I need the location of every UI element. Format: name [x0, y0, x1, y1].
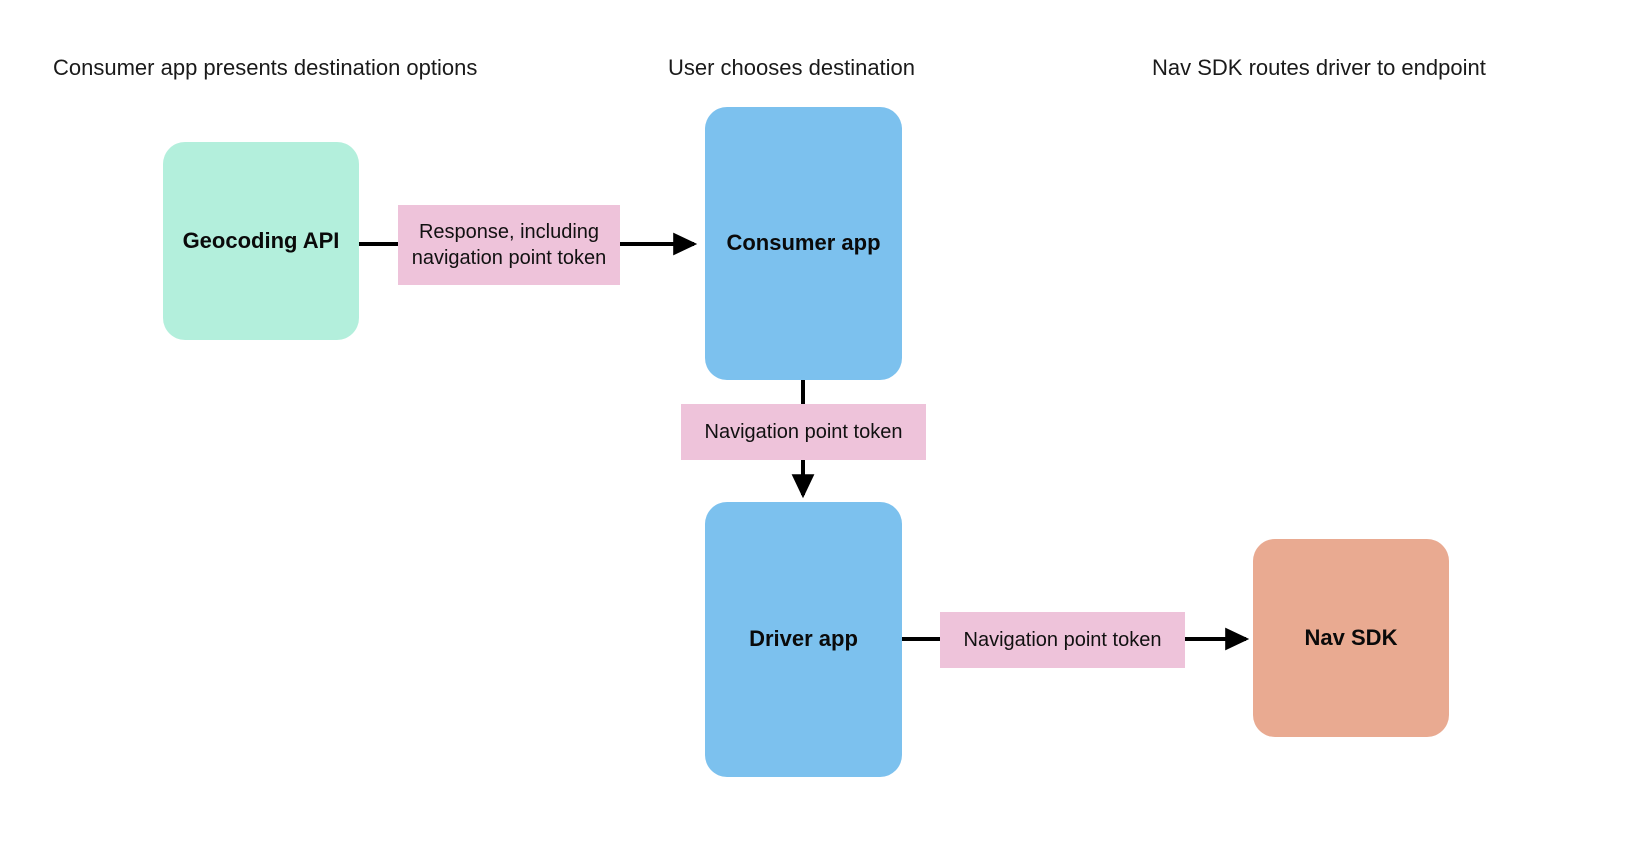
edge-label-navigation-point-token-driver-navsdk: Navigation point token	[940, 612, 1185, 668]
column-header-consumer-app-presents: Consumer app presents destination option…	[53, 55, 478, 80]
node-geocoding-api-label: Geocoding API	[182, 227, 340, 253]
node-nav-sdk[interactable]: Nav SDK	[1253, 539, 1449, 737]
node-geocoding-api[interactable]: Geocoding API	[163, 142, 359, 340]
edge-label-response-including-navigation-point-token: Response, including navigation point tok…	[398, 205, 620, 285]
node-nav-sdk-label: Nav SDK	[1304, 624, 1398, 650]
node-consumer-app[interactable]: Consumer app	[705, 107, 902, 380]
node-driver-app[interactable]: Driver app	[705, 502, 902, 777]
edge-label-response-text: Response, including navigation point tok…	[411, 221, 607, 269]
node-consumer-app-label: Consumer app	[726, 230, 881, 256]
column-header-nav-sdk-routes-driver: Nav SDK routes driver to endpoint	[1152, 55, 1486, 80]
edge-label-navigation-point-token-text-1: Navigation point token	[704, 421, 903, 443]
edge-label-navigation-point-token-consumer-driver: Navigation point token	[681, 404, 926, 460]
column-header-user-chooses-destination: User chooses destination	[668, 55, 916, 80]
node-driver-app-label: Driver app	[749, 626, 858, 652]
edge-label-navigation-point-token-text-2: Navigation point token	[963, 629, 1162, 651]
